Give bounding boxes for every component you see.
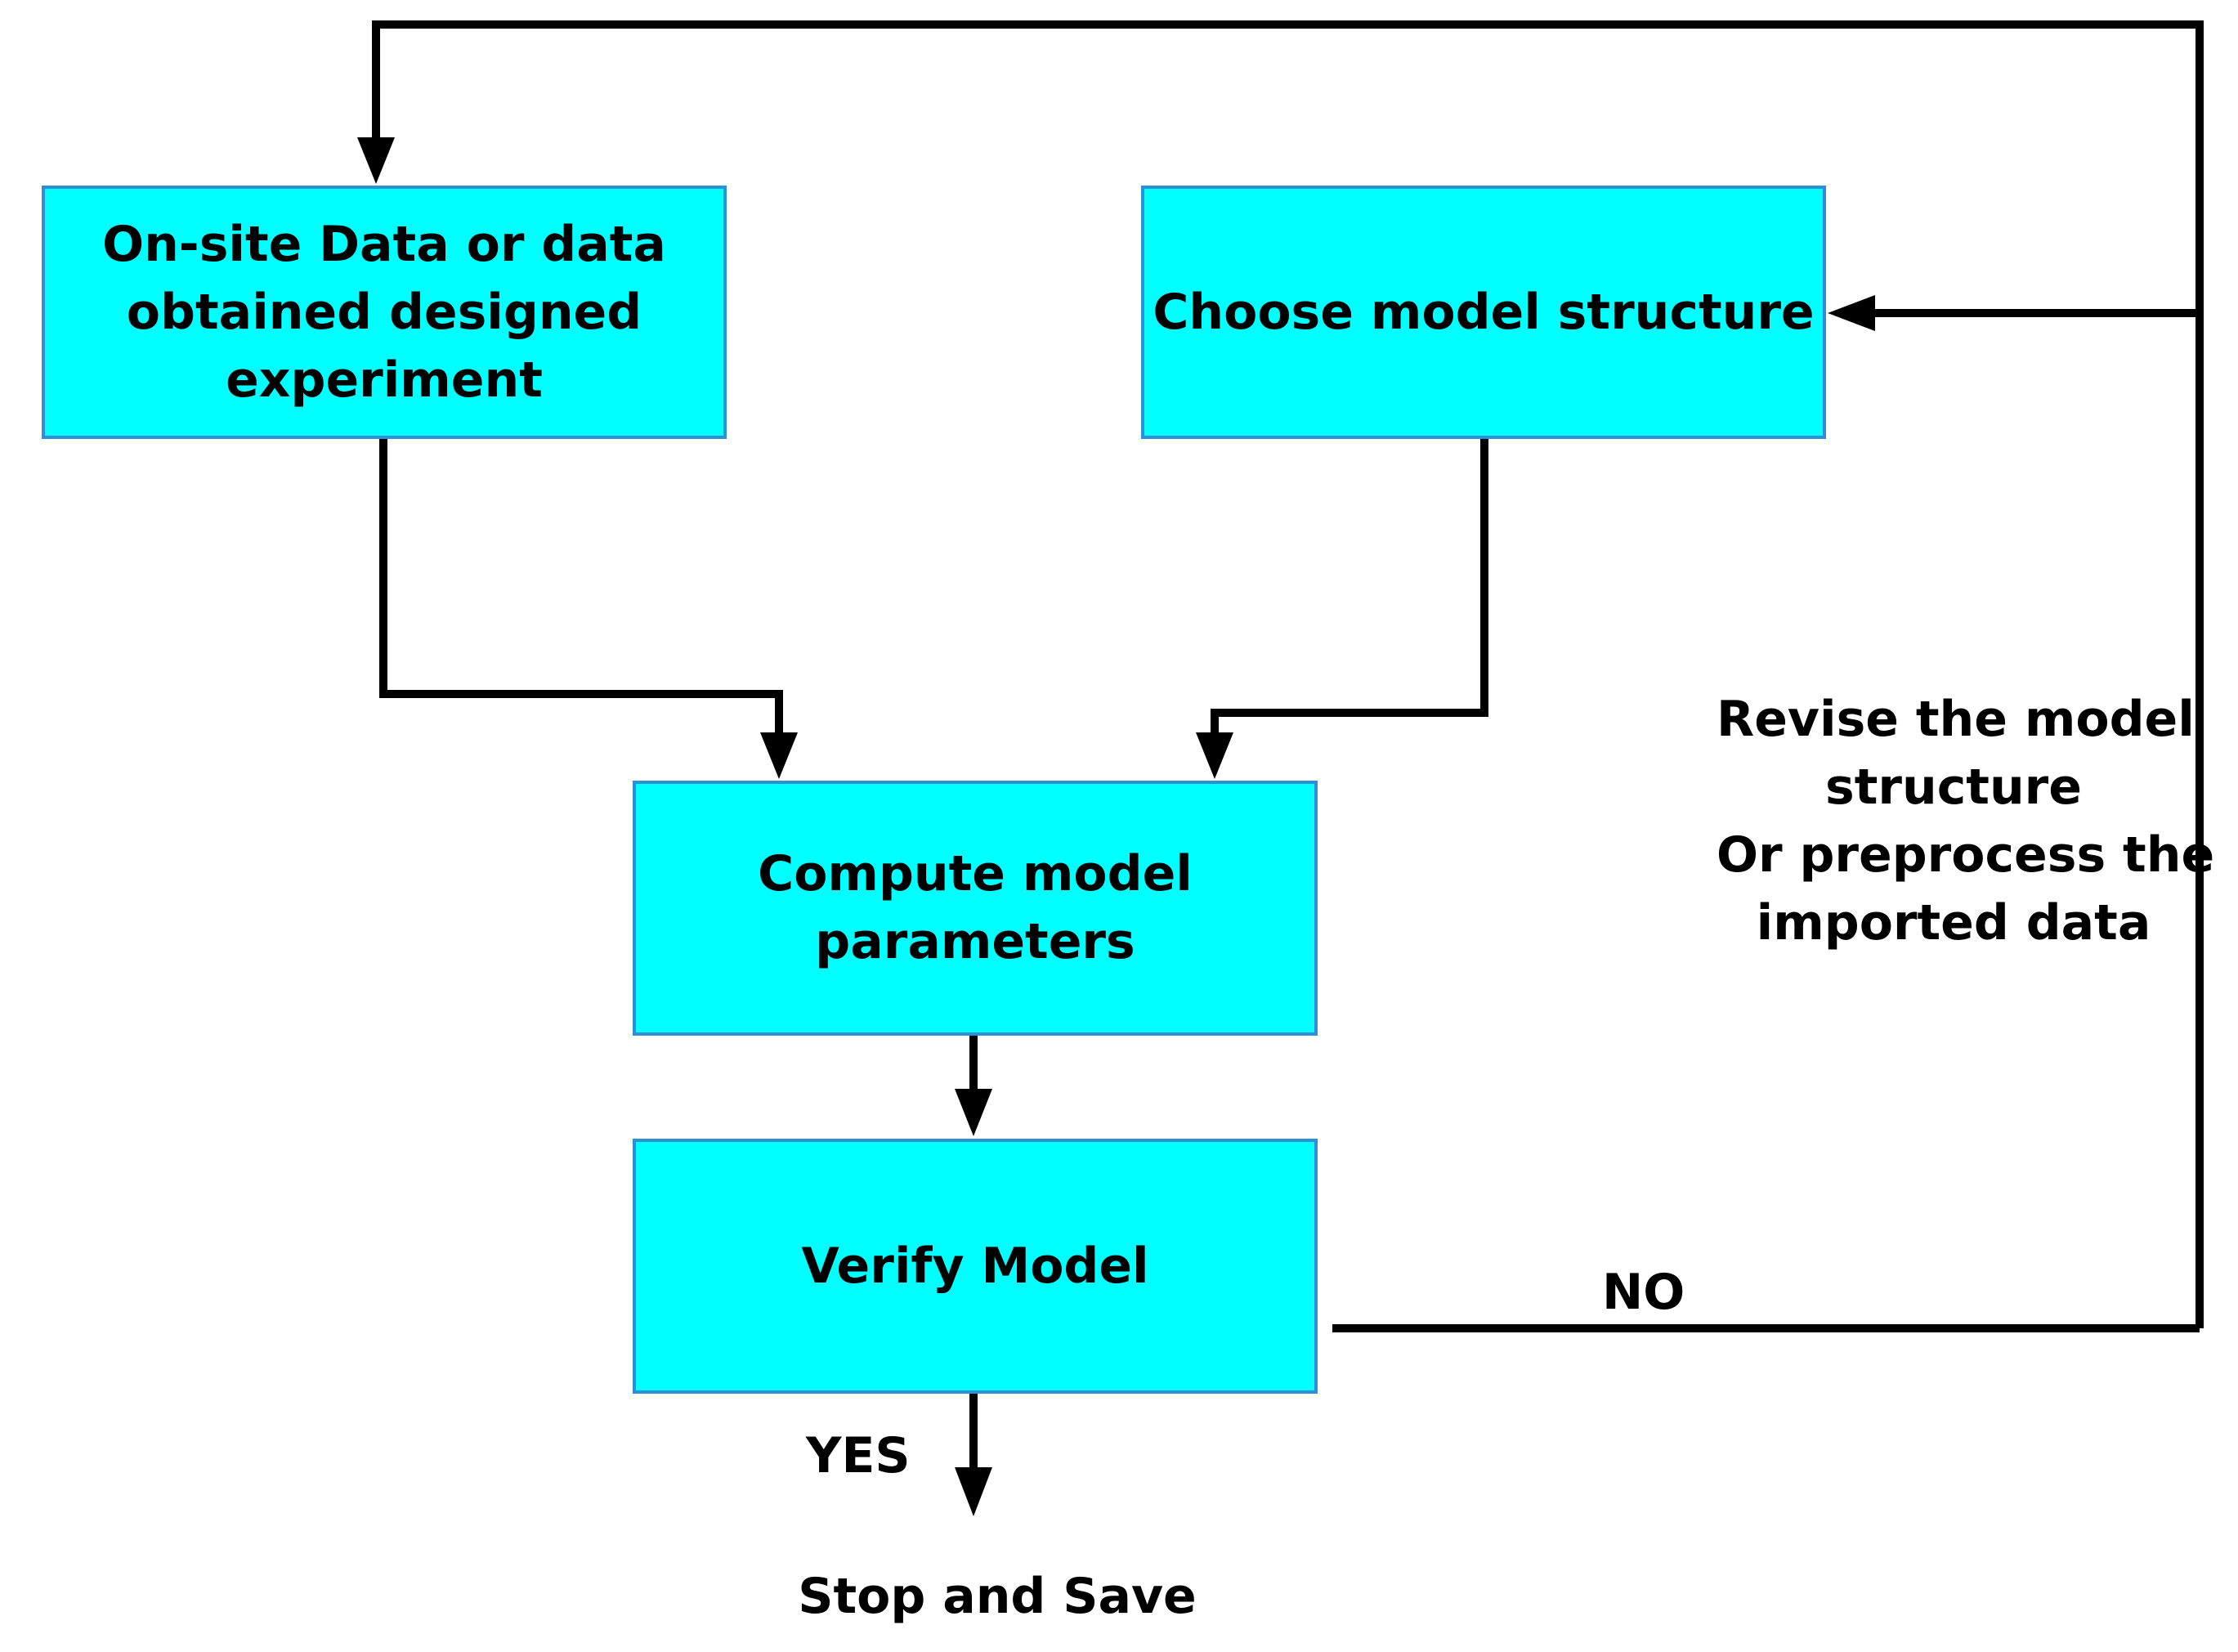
compute-parameters-line-1: Compute model xyxy=(758,845,1193,902)
connector-structure-to-compute xyxy=(1211,435,1488,736)
data-source-box: On-site Data or data obtained designed e… xyxy=(42,186,727,439)
data-source-line-1: On-site Data or data xyxy=(102,215,666,273)
connector-data-to-compute xyxy=(379,435,783,736)
arrowhead-compute-to-verify xyxy=(955,1089,992,1136)
arrowhead-structure-to-compute xyxy=(1196,732,1233,779)
model-structure-line-1: Choose model structure xyxy=(1153,283,1815,341)
revise-label-line-4: imported data xyxy=(1756,894,2151,951)
compute-parameters-box: Compute model parameters xyxy=(633,781,1318,1036)
arrowhead-to-data xyxy=(357,137,395,184)
data-source-line-3: experiment xyxy=(226,351,543,409)
model-structure-box: Choose model structure xyxy=(1141,186,1826,439)
arrowhead-verify-to-stop xyxy=(955,1467,992,1516)
revise-label-line-3: Or preprocess the xyxy=(1717,826,2215,884)
arrowhead-data-to-compute xyxy=(760,732,798,779)
arrowhead-to-structure xyxy=(1828,295,1875,331)
verify-model-line-1: Verify Model xyxy=(801,1237,1149,1295)
revise-label-line-2: structure xyxy=(1825,759,2082,816)
revise-label-line-1: Revise the model xyxy=(1717,691,2195,748)
yes-label: YES xyxy=(806,1427,911,1484)
data-source-line-2: obtained designed xyxy=(126,283,642,341)
compute-parameters-line-2: parameters xyxy=(815,913,1135,970)
stop-and-save-label: Stop and Save xyxy=(798,1568,1197,1625)
no-label: NO xyxy=(1602,1264,1685,1321)
revise-label: Revise the model structure Or preprocess… xyxy=(1717,686,2215,957)
connector-loop-to-data xyxy=(372,20,2204,1328)
verify-model-box: Verify Model xyxy=(633,1139,1318,1394)
